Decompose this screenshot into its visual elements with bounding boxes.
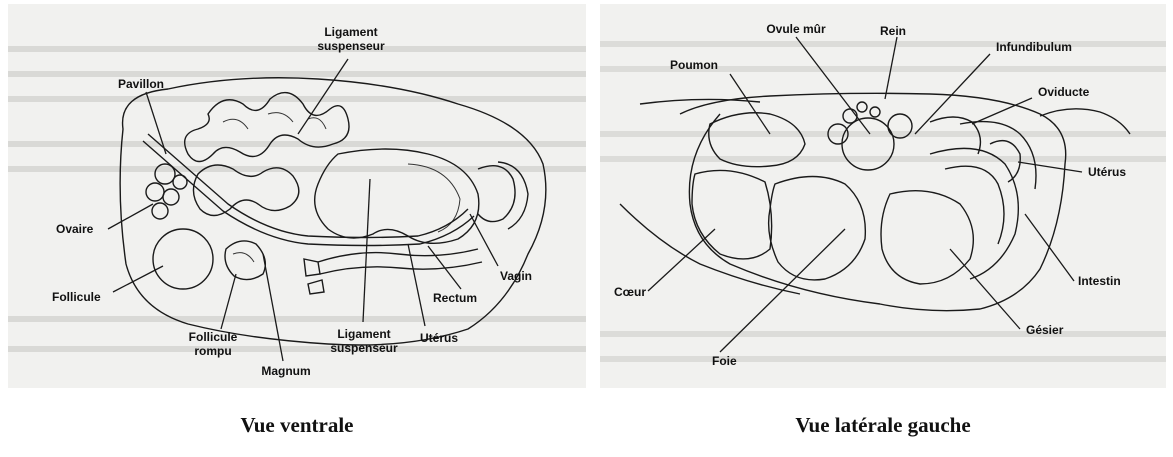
- tail-line: [1040, 109, 1130, 134]
- ventral-view-panel: Ligament suspenseur Pavillon Ovaire Foll…: [8, 4, 586, 388]
- label-foie: Foie: [712, 354, 737, 368]
- oviduct-tube-inner: [143, 141, 474, 246]
- label-intestin: Intestin: [1078, 274, 1121, 288]
- left-lateral-view-drawing: Ovule mûr Rein Infundibulum Poumon Ovidu…: [600, 4, 1166, 388]
- label-magnum: Magnum: [261, 364, 310, 378]
- label-ligament-suspenseur-bottom-line1: Ligament: [337, 327, 390, 341]
- left-lateral-view-panel: Ovule mûr Rein Infundibulum Poumon Ovidu…: [600, 4, 1166, 388]
- label-poumon: Poumon: [670, 58, 718, 72]
- ovary-cluster: [146, 164, 187, 219]
- label-rein: Rein: [880, 24, 906, 38]
- rectum-stubs: [304, 259, 324, 294]
- back-line: [640, 99, 760, 104]
- ventral-view-drawing: Ligament suspenseur Pavillon Ovaire Foll…: [8, 4, 586, 388]
- label-pavillon: Pavillon: [118, 77, 164, 91]
- label-ovule-mur: Ovule mûr: [766, 22, 826, 36]
- label-coeur: Cœur: [614, 285, 646, 299]
- follicle: [153, 229, 213, 289]
- label-uterus: Utérus: [1088, 165, 1126, 179]
- label-follicule-rompu-line1: Follicule: [189, 330, 238, 344]
- vagina-shape: [478, 166, 515, 222]
- ruptured-follicle: [225, 241, 265, 280]
- oviduct-coils: [185, 93, 349, 162]
- rectum-tube: [318, 249, 478, 262]
- heart-shape: [769, 177, 866, 280]
- label-ligament-suspenseur-bottom-line2: suspenseur: [330, 341, 398, 355]
- label-ovaire: Ovaire: [56, 222, 94, 236]
- rectum-tube-lower: [320, 262, 482, 274]
- liver-shape: [692, 170, 772, 259]
- oviduct-tube: [148, 134, 468, 238]
- body-outline: [120, 78, 546, 345]
- intestine-loop-1: [930, 148, 1018, 279]
- label-follicule: Follicule: [52, 290, 101, 304]
- label-uterus: Utérus: [420, 331, 458, 345]
- ventral-outline: [689, 114, 880, 304]
- label-vagin: Vagin: [500, 269, 532, 283]
- label-rectum: Rectum: [433, 291, 477, 305]
- label-ligament-suspenseur-top-line1: Ligament: [324, 25, 377, 39]
- caption-lateral-view: Vue latérale gauche: [600, 413, 1166, 438]
- ruptured-follicle-detail: [233, 253, 254, 262]
- label-gesier: Gésier: [1026, 323, 1064, 337]
- label-ligament-suspenseur-top-line2: suspenseur: [317, 39, 385, 53]
- caption-ventral-view: Vue ventrale: [8, 413, 586, 438]
- label-follicule-rompu-line2: rompu: [194, 344, 231, 358]
- label-oviducte: Oviducte: [1038, 85, 1090, 99]
- lateral-labels: Ovule mûr Rein Infundibulum Poumon Ovidu…: [614, 22, 1126, 368]
- intestine-loop-2: [945, 166, 1004, 244]
- label-infundibulum: Infundibulum: [996, 40, 1072, 54]
- uterus-shape: [315, 149, 479, 243]
- gizzard-shape: [881, 191, 973, 284]
- oviduct-lower-coils: [193, 165, 298, 216]
